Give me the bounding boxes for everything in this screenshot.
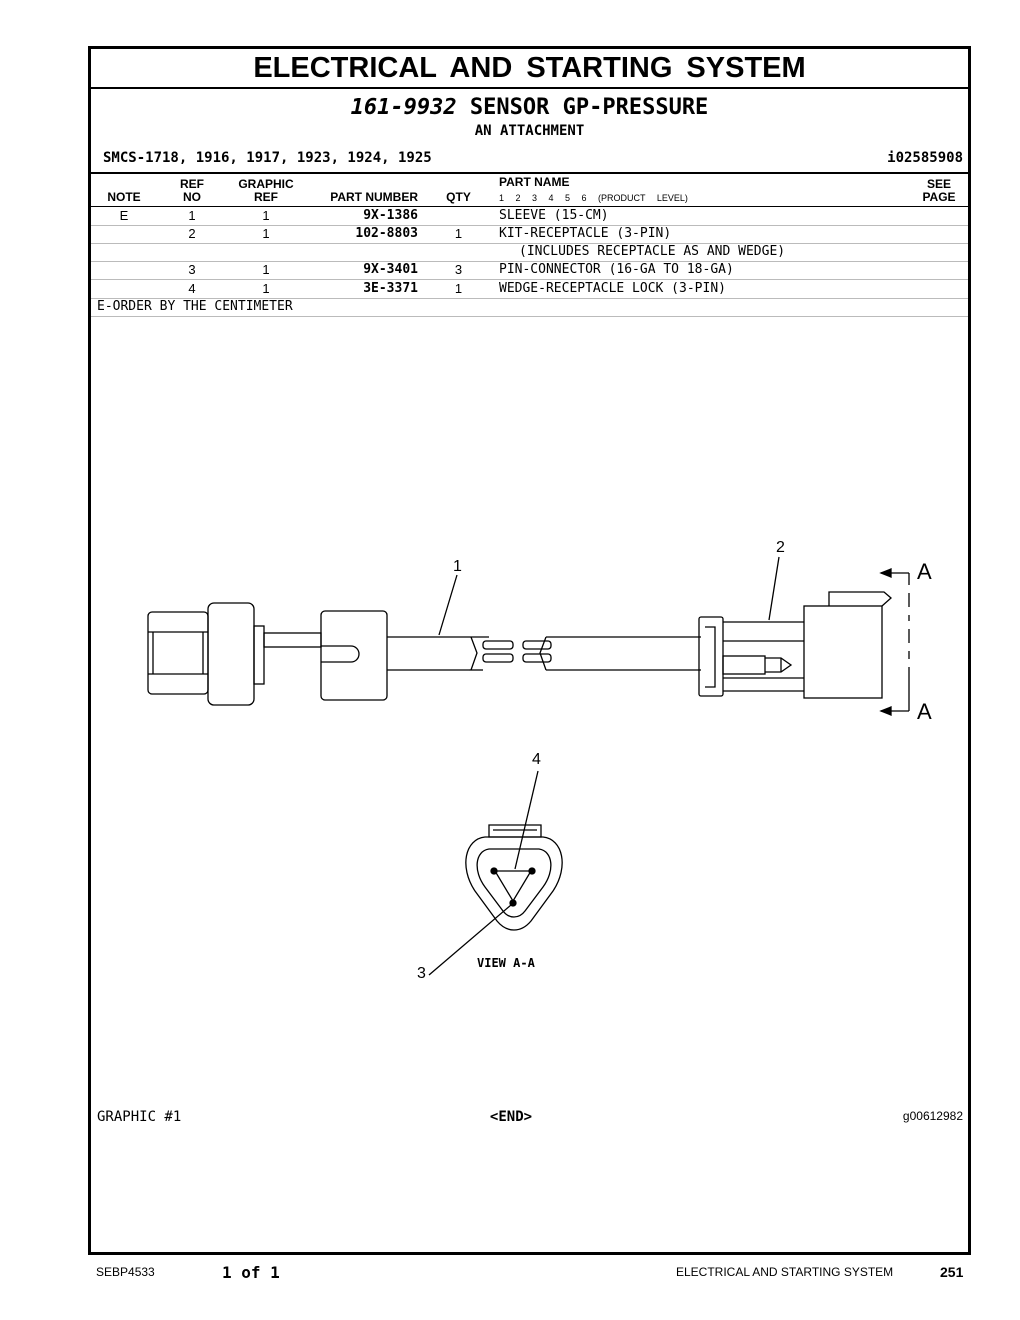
cell-graphic-ref: 1: [262, 262, 270, 277]
row-divider: [91, 298, 968, 299]
callout-1-label: 1: [453, 558, 462, 575]
callout-3-label: 3: [417, 965, 426, 982]
cell-ref-no: 2: [188, 226, 196, 241]
cell-qty: 3: [454, 262, 463, 277]
parts-illustration: [147, 556, 910, 976]
cell-note: E: [119, 208, 129, 223]
cell-part-number: 9X-1386: [363, 208, 418, 223]
header-ref-no: NO: [183, 190, 201, 204]
page-count: 1 of 1: [222, 1263, 280, 1282]
divider: [91, 206, 968, 207]
footer-section: ELECTRICAL AND STARTING SYSTEM: [676, 1265, 894, 1279]
page-number: 251: [940, 1264, 964, 1280]
header-part-number: PART NUMBER: [330, 190, 418, 204]
sleeve-cable-left: [387, 636, 514, 671]
sensor-boot: [320, 610, 388, 701]
document-ident: i02585908: [887, 150, 963, 166]
sensor-neck: [263, 632, 322, 648]
row-divider: [91, 279, 968, 280]
part-subtitle: AN ATTACHMENT: [474, 123, 585, 139]
cell-part-name: WEDGE-RECEPTACLE LOCK (3-PIN): [499, 281, 726, 296]
leader-3: [428, 904, 512, 976]
document-number: SEBP4533: [96, 1265, 155, 1279]
sensor-hex-body: [147, 611, 209, 695]
cell-ref-no: 3: [188, 262, 196, 277]
cell-part-number: 3E-3371: [363, 281, 418, 296]
part-number-title: 161-9932: [350, 95, 457, 120]
smcs-codes: SMCS-1718, 1916, 1917, 1923, 1924, 1925: [103, 150, 432, 166]
divider: [91, 172, 968, 174]
leader-1: [438, 574, 458, 636]
header-see: SEE: [926, 177, 951, 191]
header-part-name: PART NAME: [499, 175, 570, 189]
cell-part-name: KIT-RECEPTACLE (3-PIN): [499, 226, 672, 241]
cell-part-name: SLEEVE (15-CM): [499, 208, 609, 223]
cell-qty: 1: [454, 281, 463, 296]
cell-ref-no: 1: [188, 208, 196, 223]
end-marker: <END>: [489, 1109, 533, 1125]
cell-qty: 1: [454, 226, 463, 241]
header-note: NOTE: [107, 190, 141, 204]
cell-graphic-ref: 1: [262, 281, 270, 296]
graphic-id: g00612982: [902, 1109, 963, 1123]
header-qty: QTY: [446, 190, 471, 204]
cell-part-name: PIN-CONNECTOR (16-GA TO 18-GA): [499, 262, 734, 277]
leader-4: [514, 770, 539, 870]
row-divider: [91, 261, 968, 262]
header-page: PAGE: [922, 190, 956, 204]
header-graphic: GRAPHIC: [238, 177, 294, 191]
page-frame: ELECTRICAL AND STARTING SYSTEM 161-9932 …: [88, 46, 971, 1255]
receptacle-connector: [698, 591, 892, 699]
part-title: 161-9932 SENSOR GP-PRESSURE: [91, 95, 968, 120]
leader-2: [768, 556, 780, 621]
part-name-title: SENSOR GP-PRESSURE: [469, 95, 709, 120]
row-divider: [91, 243, 968, 244]
row-divider: [91, 316, 968, 317]
cell-part-number: 9X-3401: [363, 262, 418, 277]
sensor-collar: [207, 602, 265, 706]
section-title: ELECTRICAL AND STARTING SYSTEM: [91, 49, 968, 89]
cell-part-number: 102-8803: [355, 226, 418, 241]
order-note: E-ORDER BY THE CENTIMETER: [97, 299, 293, 314]
cell-graphic-ref: 1: [262, 226, 270, 241]
cell-ref-no: 4: [188, 281, 196, 296]
section-line: [879, 568, 910, 716]
cell-part-name-continued: (INCLUDES RECEPTACLE AS AND WEDGE): [519, 244, 786, 259]
sleeve-cable-right: [522, 636, 701, 671]
section-mark-bottom: A: [917, 699, 932, 724]
header-ref: REF: [180, 177, 204, 191]
section-mark-top: A: [917, 559, 932, 584]
callout-2-label: 2: [776, 539, 785, 556]
view-label: VIEW A-A: [477, 956, 535, 970]
connector-face-view: [465, 824, 563, 931]
cell-graphic-ref: 1: [262, 208, 270, 223]
callout-4-label: 4: [532, 751, 541, 768]
graphic-label: GRAPHIC #1: [97, 1109, 182, 1125]
header-graphic-ref: REF: [254, 190, 278, 204]
row-divider: [91, 225, 968, 226]
product-level-scale: 1 2 3 4 5 6 (PRODUCT LEVEL): [499, 193, 688, 203]
